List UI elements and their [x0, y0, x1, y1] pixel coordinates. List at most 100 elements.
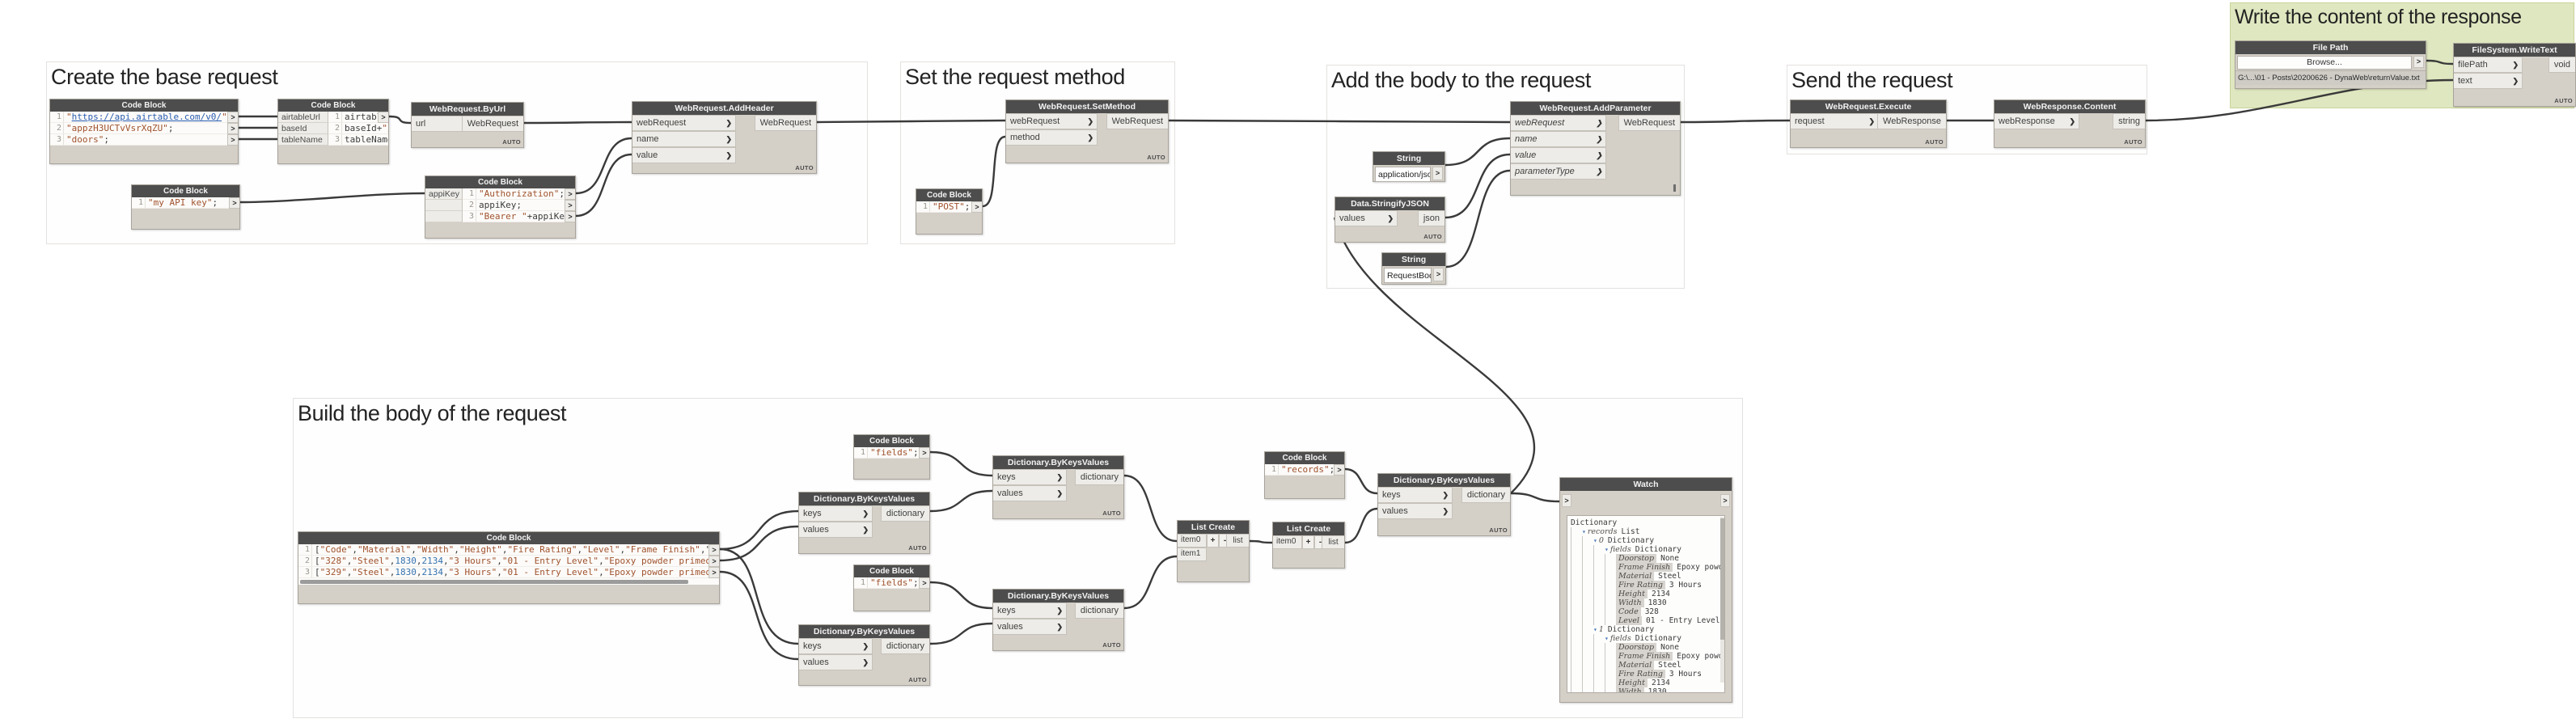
node-title-bar[interactable]: Code Block	[298, 532, 719, 544]
output-port-void[interactable]: void	[2548, 57, 2575, 73]
scrollbar-thumb[interactable]	[300, 579, 688, 584]
node-title-bar[interactable]: Dictionary.ByKeysValues	[993, 456, 1123, 469]
wire[interactable]	[719, 525, 799, 562]
wire[interactable]	[575, 153, 632, 218]
node-title-bar[interactable]: WebRequest.ByUrl	[412, 103, 523, 116]
node-codeblock-concat[interactable]: Code BlockairtableUrl1airtableUrl+>baseI…	[277, 99, 389, 164]
wire[interactable]	[1445, 169, 1511, 268]
output-port[interactable]: >	[227, 123, 238, 134]
node-title-bar[interactable]: List Create	[1273, 522, 1344, 535]
output-port-string[interactable]: string	[2113, 113, 2145, 129]
code-line[interactable]: tableName;	[345, 134, 388, 145]
wire[interactable]	[575, 137, 632, 195]
node-title-bar[interactable]: Code Block	[854, 565, 929, 577]
code-editor-area[interactable]: 3"doors";	[50, 134, 227, 146]
code-line[interactable]: airtableUrl+	[345, 112, 378, 122]
browse-button[interactable]: Browse...	[2237, 56, 2412, 70]
node-title-bar[interactable]: String	[1373, 152, 1445, 165]
output-port-json[interactable]: json	[1417, 210, 1445, 226]
node-string-requestbody[interactable]: StringRequestBody>	[1381, 252, 1446, 285]
wire[interactable]	[388, 115, 412, 125]
wire[interactable]	[1249, 539, 1273, 544]
code-editor-area[interactable]: 1["Code","Material","Width","Height","Fi…	[298, 544, 709, 556]
node-title-bar[interactable]: Data.StringifyJSON	[1335, 197, 1445, 210]
code-line[interactable]: ["328","Steel",1830,2134,"3 Hours","01 -…	[315, 556, 709, 566]
code-input-appiKey[interactable]: appiKey	[425, 188, 463, 200]
group-title[interactable]: Create the base request	[51, 65, 278, 89]
output-port[interactable]: >	[565, 188, 575, 200]
string-value-input[interactable]: application/json	[1375, 167, 1431, 182]
input-port-item1[interactable]: item1	[1178, 548, 1207, 561]
wire[interactable]	[523, 120, 632, 125]
output-port[interactable]: >	[919, 447, 929, 459]
code-line[interactable]: "my API key";	[148, 197, 218, 208]
node-title-bar[interactable]: WebRequest.SetMethod	[1006, 100, 1168, 113]
output-port-dictionary[interactable]: dictionary	[1074, 602, 1123, 619]
string-value-input[interactable]: RequestBody	[1384, 268, 1432, 283]
wire[interactable]	[1445, 153, 1511, 219]
output-port[interactable]: >	[709, 544, 719, 556]
group-title[interactable]: Add the body to the request	[1331, 68, 1591, 92]
expand-arrow-icon[interactable]: ▾	[1593, 626, 1597, 633]
output-port[interactable]: >	[1433, 268, 1444, 281]
input-port-method[interactable]: method❯	[1006, 129, 1098, 146]
wire[interactable]	[719, 509, 799, 551]
code-line[interactable]: "records";	[1281, 464, 1334, 475]
wire[interactable]	[1123, 474, 1178, 543]
wire[interactable]	[1344, 467, 1378, 495]
output-port[interactable]: >	[565, 211, 575, 222]
wire[interactable]	[1168, 119, 1511, 124]
input-port-webRequest[interactable]: webRequest❯	[1006, 113, 1098, 129]
input-port-request[interactable]: request❯	[1791, 113, 1879, 129]
node-title-bar[interactable]: String	[1382, 253, 1445, 266]
watch-output-port[interactable]: >	[1720, 494, 1730, 507]
code-input-airtableUrl[interactable]: airtableUrl	[278, 112, 328, 123]
wire[interactable]	[719, 570, 799, 661]
output-port-list[interactable]: list	[1226, 534, 1249, 548]
input-port-filePath[interactable]: filePath❯	[2454, 57, 2523, 73]
wire[interactable]	[1333, 217, 1536, 494]
code-line[interactable]: "Bearer "+appiKey;	[479, 211, 565, 222]
input-port-keys[interactable]: keys❯	[799, 638, 873, 654]
horizontal-scrollbar[interactable]	[298, 578, 719, 585]
output-port-WebRequest[interactable]: WebRequest	[1106, 113, 1168, 129]
code-editor-area[interactable]: 2["328","Steel",1830,2134,"3 Hours","01 …	[298, 556, 709, 567]
output-port[interactable]: >	[229, 197, 239, 209]
output-port[interactable]: >	[227, 112, 238, 123]
code-line[interactable]: "fields";	[870, 447, 919, 458]
group-title[interactable]: Build the body of the request	[298, 401, 567, 425]
code-line[interactable]: "appzH3UCTvVsrXqZU";	[66, 123, 174, 133]
code-line[interactable]: appiKey;	[479, 200, 522, 210]
wire[interactable]	[719, 548, 799, 645]
input-port-values[interactable]: values❯	[1335, 210, 1398, 226]
input-port-name[interactable]: name❯	[632, 131, 736, 147]
group-title[interactable]: Set the request method	[905, 65, 1125, 89]
scrollbar-thumb[interactable]	[1720, 518, 1724, 640]
code-editor-area[interactable]: 2"appzH3UCTvVsrXqZU";	[50, 123, 227, 134]
output-port[interactable]: >	[378, 112, 388, 123]
input-port-webRequest[interactable]: webRequest❯	[1511, 115, 1606, 131]
